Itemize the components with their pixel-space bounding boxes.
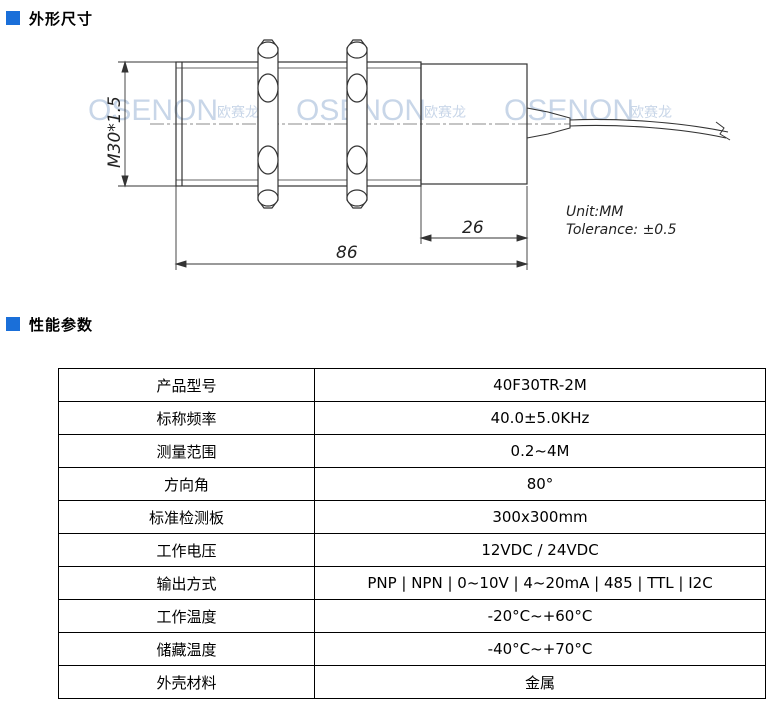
table-row: 输出方式 PNP | NPN | 0~10V | 4~20mA | 485 | … — [58, 566, 766, 600]
unit-note: Unit:MM — [566, 204, 623, 220]
section-marker — [6, 11, 20, 25]
watermark-group: OSENON 欧赛龙 OSENON 欧赛龙 OSENON 欧赛龙 — [88, 94, 672, 127]
dimension-drawing: OSENON 欧赛龙 OSENON 欧赛龙 OSENON 欧赛龙 — [88, 39, 731, 270]
spec-label: 产品型号 — [58, 368, 315, 402]
section-title-performance: 性能参数 — [29, 315, 94, 334]
spec-label: 标称频率 — [58, 401, 315, 435]
spec-label: 标准检测板 — [58, 500, 315, 534]
spec-value: 40.0±5.0KHz — [314, 401, 766, 435]
spec-table: 产品型号 40F30TR-2M 标称频率 40.0±5.0KHz 测量范围 0.… — [58, 368, 766, 699]
spec-value: 40F30TR-2M — [314, 368, 766, 402]
dim-86-label: 86 — [336, 243, 358, 263]
section-heading-dimensions: 外形尺寸 — [6, 8, 93, 28]
table-row: 工作温度 -20°C~+60°C — [58, 599, 766, 633]
thread-dimension — [118, 60, 176, 188]
spec-label: 工作温度 — [58, 599, 315, 633]
table-row: 产品型号 40F30TR-2M — [58, 368, 766, 402]
hex-nut-right — [346, 39, 368, 209]
spec-value: 0.2~4M — [314, 434, 766, 468]
section-heading-performance: 性能参数 — [6, 314, 93, 334]
table-row: 储藏温度 -40°C~+70°C — [58, 632, 766, 666]
spec-value: -40°C~+70°C — [314, 632, 766, 666]
table-row: 测量范围 0.2~4M — [58, 434, 766, 468]
spec-label: 输出方式 — [58, 566, 315, 600]
section-marker — [6, 317, 20, 331]
dim-26 — [419, 186, 529, 270]
sensor-body — [175, 61, 528, 187]
tolerance-note: Tolerance: ±0.5 — [566, 222, 677, 238]
hex-nut-left — [257, 39, 279, 209]
spec-label: 方向角 — [58, 467, 315, 501]
table-row: 标称频率 40.0±5.0KHz — [58, 401, 766, 435]
watermark-cn: 欧赛龙 — [630, 105, 672, 121]
spec-label: 工作电压 — [58, 533, 315, 567]
spec-value: 12VDC / 24VDC — [314, 533, 766, 567]
table-row: 工作电压 12VDC / 24VDC — [58, 533, 766, 567]
thread-label: M30*1.5 — [105, 96, 125, 168]
spec-value: 300x300mm — [314, 500, 766, 534]
table-row: 外壳材料 金属 — [58, 665, 766, 699]
spec-label: 外壳材料 — [58, 665, 315, 699]
section-title-dimensions: 外形尺寸 — [29, 9, 94, 28]
watermark-cn: 欧赛龙 — [217, 105, 259, 121]
dim-86 — [174, 186, 529, 270]
spec-value: 80° — [314, 467, 766, 501]
spec-value: -20°C~+60°C — [314, 599, 766, 633]
watermark-brand: OSENON — [504, 94, 634, 127]
table-row: 方向角 80° — [58, 467, 766, 501]
cable — [526, 107, 731, 141]
table-row: 标准检测板 300x300mm — [58, 500, 766, 534]
spec-value: PNP | NPN | 0~10V | 4~20mA | 485 | TTL |… — [314, 566, 766, 600]
spec-label: 储藏温度 — [58, 632, 315, 666]
spec-label: 测量范围 — [58, 434, 315, 468]
spec-value: 金属 — [314, 665, 766, 699]
watermark-brand: OSENON — [88, 94, 218, 127]
watermark-cn: 欧赛龙 — [424, 105, 466, 121]
dim-26-label: 26 — [462, 218, 484, 238]
